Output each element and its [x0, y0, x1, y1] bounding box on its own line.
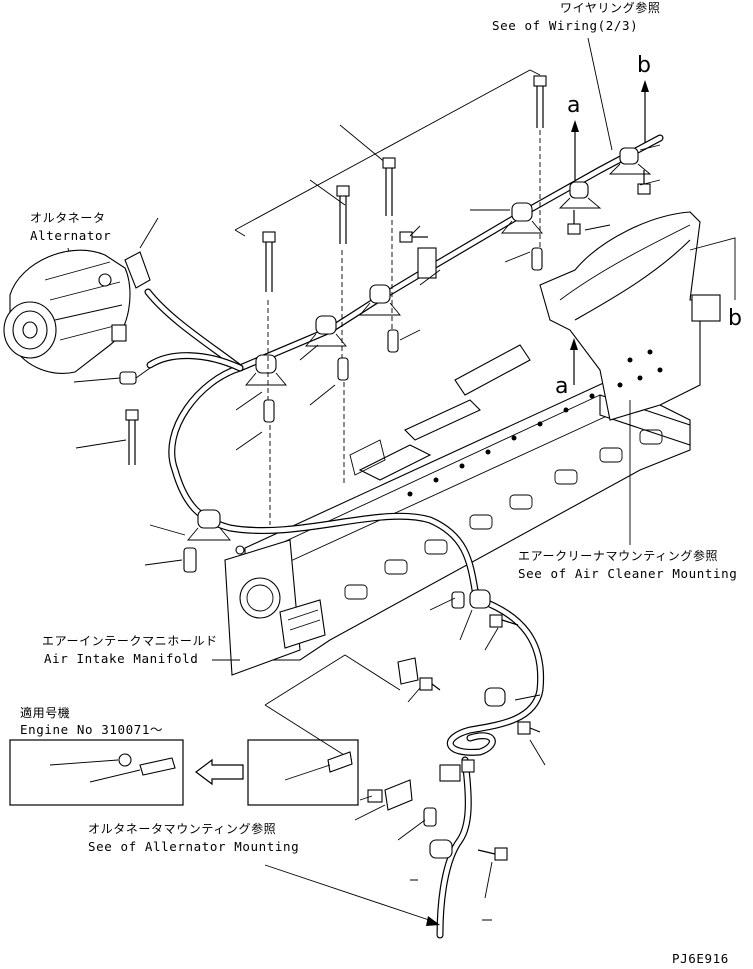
alternator-en-label: Alternator: [30, 228, 111, 243]
manifold-flange: [224, 539, 326, 676]
air-cleaner-jp-label: エアークリーナマウンティング参照: [518, 548, 718, 563]
arrow-b-upper-head: [641, 80, 649, 92]
marker-a-upper: a: [567, 93, 580, 118]
bracket-tab: [691, 294, 721, 322]
centerlines: [267, 130, 541, 525]
arrow-a-upper-head: [571, 120, 579, 132]
applicable-jp-label: 適用号機: [20, 705, 70, 720]
small-bolt-2: [567, 210, 581, 235]
inset-parts-right: [284, 751, 353, 781]
long-bolt-2: [336, 185, 350, 244]
spacer-3: [387, 329, 399, 353]
bolt-lower-2: [517, 721, 541, 735]
inset-parts-left: [49, 753, 176, 783]
bolt-lower-3: [477, 847, 508, 861]
inset-box-right: [247, 739, 359, 806]
group-line-lower: [264, 654, 401, 761]
spacer-5: [183, 547, 197, 573]
spacer-2: [337, 357, 349, 381]
wiring-ref-en-label: See of Wiring(2/3): [492, 18, 638, 33]
clamp-lower-3: [484, 687, 506, 707]
engine-no-label: Engine No 310071～: [20, 722, 163, 737]
clamp-lower-4: [429, 839, 453, 859]
leader-b-right: [689, 237, 736, 300]
part-leaders: [73, 144, 661, 566]
group-line-tick: [234, 229, 246, 237]
wiring-ref-jp-label: ワイヤリング参照: [560, 0, 660, 15]
group-line-top: [234, 69, 541, 231]
long-bolt-1: [262, 231, 276, 292]
cable-terminal-cap: [124, 251, 151, 289]
alternator: [3, 249, 131, 374]
clamp-lower-1: [187, 509, 231, 541]
long-bolt-5: [125, 409, 139, 465]
lower-leaders: [354, 597, 546, 921]
clamp-1: [245, 354, 287, 386]
bracket-upper: [417, 247, 437, 279]
drawing-code: PJ6E916: [672, 951, 729, 966]
alternator-cable-2-inner: [147, 353, 243, 371]
inset-box-left: [9, 739, 184, 806]
arrow-a-lower-head: [570, 338, 578, 350]
connector-lower: [439, 759, 475, 782]
intake-en-label: Air Intake Manifold: [44, 651, 198, 666]
alt-mount-en-label: See of Allernator Mounting: [88, 839, 299, 854]
clamp-2: [305, 315, 347, 347]
bolt-lower-1: [489, 614, 519, 628]
lower-harness-tube-inner: [169, 365, 543, 938]
cap-leader: [139, 217, 159, 249]
clamp-5: [558, 181, 602, 209]
alt-mount-jp-label: オルタネータマウンティング参照: [88, 821, 276, 836]
wiring-leader: [587, 37, 613, 151]
spacer-1: [263, 399, 275, 423]
small-bolt-1: [399, 231, 428, 243]
clamp-lower-2: [469, 589, 491, 609]
inset-arrow: [195, 758, 244, 786]
alt-mount-leader-head: [426, 916, 440, 926]
air-cleaner-en-label: See of Air Cleaner Mounting: [518, 566, 737, 581]
marker-a-lower: a: [555, 374, 568, 399]
marker-b-upper: b: [637, 53, 651, 78]
air-cleaner-bracket: [539, 211, 721, 421]
bracket-lower-2: [367, 779, 437, 827]
cable-terminal-2: [119, 367, 151, 385]
clamp-4: [501, 202, 543, 234]
alt-mount-leader: [264, 864, 436, 923]
alternator-jp-label: オルタネータ: [30, 211, 106, 225]
clamp-3: [359, 284, 401, 316]
spacer-lower-1: [451, 591, 465, 609]
intake-jp-label: エアーインテークマニホールド: [42, 634, 218, 648]
leader-bolt-2: [309, 179, 346, 206]
spacer-4: [531, 247, 543, 271]
long-bolt-4: [533, 75, 547, 128]
long-bolt-3: [382, 157, 396, 216]
clamp-6: [608, 147, 652, 175]
marker-b-right: b: [728, 306, 742, 331]
bracket-lower-1: [397, 657, 441, 691]
